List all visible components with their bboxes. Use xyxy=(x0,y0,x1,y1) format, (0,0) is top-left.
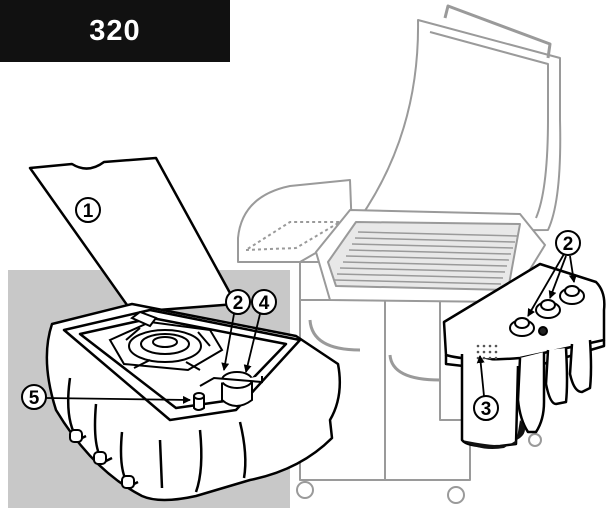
svg-text:2: 2 xyxy=(563,234,574,255)
callout-1-lid: 1 xyxy=(75,197,101,223)
svg-text:1: 1 xyxy=(83,201,94,222)
side-burner-lid xyxy=(28,156,238,314)
lid-latch xyxy=(130,310,158,328)
side-burner-feet xyxy=(69,429,135,489)
callout-5-igniter-electrode: 5 xyxy=(21,384,191,410)
svg-text:4: 4 xyxy=(259,293,270,314)
cooking-grate-bars xyxy=(333,231,518,285)
control-knobs xyxy=(509,285,585,337)
callout-4-burner-valve: 4 xyxy=(243,289,277,373)
grill-lid xyxy=(349,19,562,233)
svg-text:2: 2 xyxy=(233,293,244,314)
model-number-banner: 320 xyxy=(0,0,230,62)
svg-text:5: 5 xyxy=(29,388,40,409)
control-knob-right xyxy=(559,285,585,305)
control-knob-middle xyxy=(535,299,561,319)
burner-valve-body xyxy=(199,371,263,407)
cabinet-handle-left xyxy=(308,319,361,352)
control-knob-left xyxy=(509,317,535,337)
callout-2-side-knobs: 2 xyxy=(527,230,581,317)
igniter-electrode-part xyxy=(193,392,205,411)
svg-text:3: 3 xyxy=(481,399,492,420)
lid-handle xyxy=(443,4,552,59)
callout-3-igniter: 3 xyxy=(473,355,499,421)
cabinet-handle-right xyxy=(388,354,441,382)
callout-2-burner-knob: 2 xyxy=(221,289,251,371)
control-panel xyxy=(442,262,606,448)
panel-igniter-button xyxy=(538,326,548,336)
